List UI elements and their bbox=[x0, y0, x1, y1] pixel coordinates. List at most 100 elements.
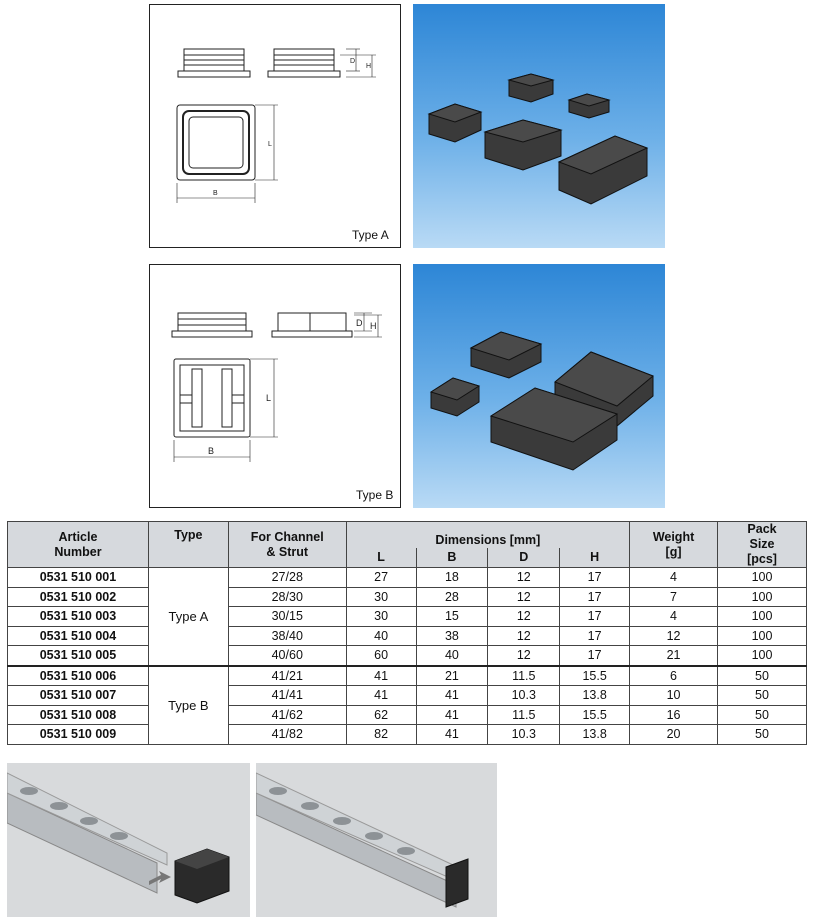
channel-cell: 30/15 bbox=[227, 606, 347, 627]
dim-h-cell: 17 bbox=[559, 625, 631, 646]
dim-h-cell: 13.8 bbox=[559, 724, 631, 745]
header-article-number: Article Number bbox=[7, 521, 149, 568]
weight-cell: 10 bbox=[629, 685, 719, 706]
header-dim-h: H bbox=[559, 547, 631, 568]
article-number-cell: 0531 510 003 bbox=[7, 606, 149, 627]
dim-b-cell: 15 bbox=[415, 606, 489, 627]
pack-size-cell: 50 bbox=[717, 665, 807, 686]
weight-cell: 6 bbox=[629, 665, 719, 686]
weight-cell: 20 bbox=[629, 724, 719, 745]
type-cell: Type B bbox=[147, 665, 229, 745]
type-b-technical-drawing: D H L B bbox=[171, 312, 382, 462]
dim-b-cell: 41 bbox=[415, 685, 489, 706]
pack-size-cell: 100 bbox=[717, 586, 807, 607]
dim-l-cell: 62 bbox=[345, 704, 417, 725]
dim-b-cell: 18 bbox=[415, 567, 489, 588]
channel-with-cap-photo bbox=[256, 763, 497, 917]
header-type: Type bbox=[147, 521, 229, 568]
channel-cell: 40/60 bbox=[227, 645, 347, 666]
pack-size-cell: 50 bbox=[717, 685, 807, 706]
dim-l-cell: 27 bbox=[345, 567, 417, 588]
channel-cell: 28/30 bbox=[227, 586, 347, 607]
dim-h-cell: 17 bbox=[559, 586, 631, 607]
article-number-cell: 0531 510 005 bbox=[7, 645, 149, 666]
header-dim-d: D bbox=[487, 547, 561, 568]
type-a-technical-drawing: D H L B bbox=[176, 48, 376, 203]
channel-with-cap-insertion-image bbox=[7, 772, 230, 904]
dim-l-cell: 30 bbox=[345, 586, 417, 607]
article-number-cell: 0531 510 002 bbox=[7, 586, 149, 607]
channel-cell: 41/21 bbox=[227, 665, 347, 686]
channel-insertion-photo bbox=[7, 763, 250, 917]
dim-d-label: D bbox=[356, 318, 363, 328]
dim-b-label: B bbox=[213, 190, 218, 197]
dim-b-cell: 28 bbox=[415, 586, 489, 607]
dim-h-cell: 17 bbox=[559, 567, 631, 588]
dim-h-label: H bbox=[370, 321, 377, 331]
dim-h-cell: 15.5 bbox=[559, 704, 631, 725]
channel-with-cap-fitted-image bbox=[256, 772, 469, 908]
weight-cell: 4 bbox=[629, 567, 719, 588]
header-dim-b: B bbox=[415, 547, 489, 568]
dim-d-label: D bbox=[350, 58, 355, 65]
dim-d-cell: 12 bbox=[487, 567, 561, 588]
dim-h-cell: 13.8 bbox=[559, 685, 631, 706]
type-a-end-caps-image bbox=[427, 73, 649, 205]
pack-size-cell: 50 bbox=[717, 724, 807, 745]
pack-size-cell: 100 bbox=[717, 567, 807, 588]
channel-cell: 41/62 bbox=[227, 704, 347, 725]
weight-cell: 7 bbox=[629, 586, 719, 607]
type-a-product-photo bbox=[413, 4, 665, 248]
type-b-end-caps-image bbox=[429, 331, 654, 471]
dim-d-cell: 12 bbox=[487, 606, 561, 627]
dim-l-cell: 40 bbox=[345, 625, 417, 646]
dim-d-cell: 11.5 bbox=[487, 704, 561, 725]
dim-d-cell: 11.5 bbox=[487, 665, 561, 686]
dim-b-cell: 38 bbox=[415, 625, 489, 646]
channel-cell: 38/40 bbox=[227, 625, 347, 646]
dim-l-label: L bbox=[266, 393, 271, 403]
article-number-cell: 0531 510 004 bbox=[7, 625, 149, 646]
header-for-channel-strut: For Channel & Strut bbox=[227, 521, 347, 568]
dim-l-cell: 82 bbox=[345, 724, 417, 745]
channel-cell: 27/28 bbox=[227, 567, 347, 588]
dim-d-cell: 12 bbox=[487, 625, 561, 646]
article-number-cell: 0531 510 001 bbox=[7, 567, 149, 588]
type-b-label: Type B bbox=[356, 488, 394, 502]
dim-d-cell: 12 bbox=[487, 586, 561, 607]
article-number-cell: 0531 510 008 bbox=[7, 704, 149, 725]
article-number-cell: 0531 510 009 bbox=[7, 724, 149, 745]
channel-cell: 41/41 bbox=[227, 685, 347, 706]
dim-d-cell: 12 bbox=[487, 645, 561, 666]
dim-h-cell: 15.5 bbox=[559, 665, 631, 686]
type-b-drawing: D H L B Type B bbox=[149, 264, 401, 508]
type-b-product-photo bbox=[413, 264, 665, 508]
header-pack-size: Pack Size [pcs] bbox=[717, 521, 807, 568]
article-number-cell: 0531 510 006 bbox=[7, 665, 149, 686]
dim-l-cell: 30 bbox=[345, 606, 417, 627]
dim-b-cell: 21 bbox=[415, 665, 489, 686]
weight-cell: 21 bbox=[629, 645, 719, 666]
pack-size-cell: 100 bbox=[717, 645, 807, 666]
dim-b-cell: 41 bbox=[415, 704, 489, 725]
dim-b-cell: 40 bbox=[415, 645, 489, 666]
weight-cell: 12 bbox=[629, 625, 719, 646]
type-a-drawing: D H L B Type A bbox=[149, 4, 401, 248]
weight-cell: 4 bbox=[629, 606, 719, 627]
weight-cell: 16 bbox=[629, 704, 719, 725]
dim-h-label: H bbox=[366, 63, 371, 70]
dim-b-label: B bbox=[208, 446, 214, 456]
pack-size-cell: 100 bbox=[717, 625, 807, 646]
pack-size-cell: 100 bbox=[717, 606, 807, 627]
dim-d-cell: 10.3 bbox=[487, 685, 561, 706]
header-dim-l: L bbox=[345, 547, 417, 568]
